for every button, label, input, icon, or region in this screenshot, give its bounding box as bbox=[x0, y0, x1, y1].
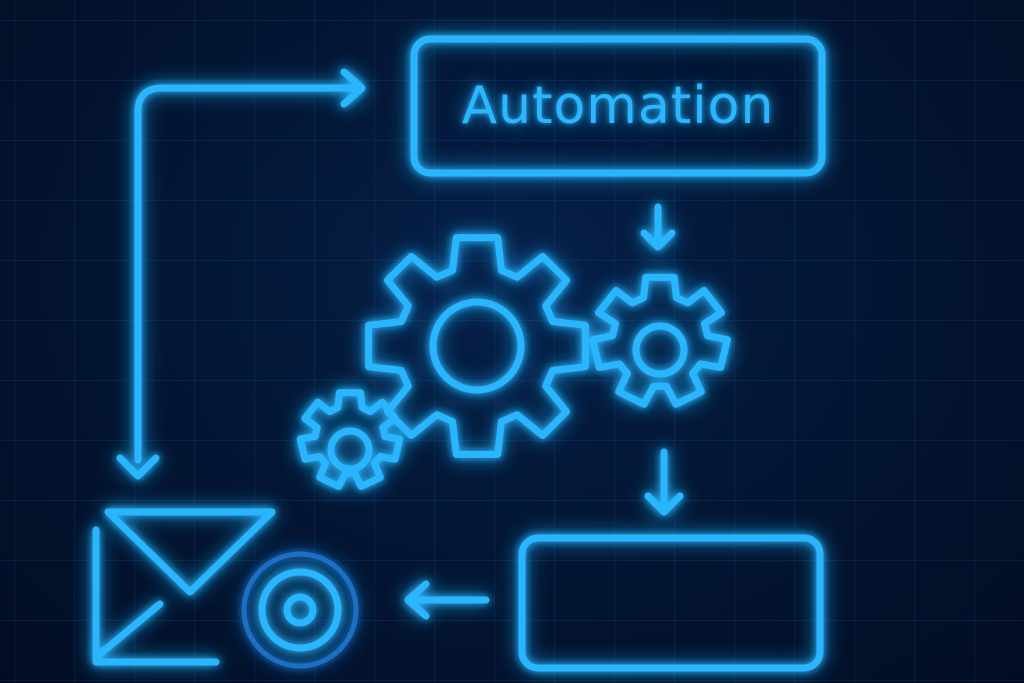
arrowhead-down bbox=[116, 454, 160, 480]
arrowhead-down-bottom bbox=[644, 492, 684, 516]
target-icon bbox=[241, 551, 359, 669]
gear-icon bbox=[365, 234, 589, 458]
loop-connector bbox=[134, 84, 362, 464]
automation-node-label-wrapper: Automation bbox=[414, 39, 822, 173]
arrowhead-left bbox=[404, 580, 430, 620]
gear-hub bbox=[327, 427, 373, 473]
output-node bbox=[518, 534, 824, 672]
arrowhead-down-top bbox=[640, 229, 676, 251]
gear-icon bbox=[589, 273, 731, 408]
gear-icon bbox=[296, 389, 404, 490]
gear-hub bbox=[632, 322, 688, 378]
gear-hub bbox=[429, 298, 525, 394]
arrowhead-right bbox=[340, 68, 366, 108]
envelope-icon bbox=[92, 508, 276, 666]
automation-label: Automation bbox=[461, 76, 775, 136]
automation-node bbox=[410, 35, 826, 177]
